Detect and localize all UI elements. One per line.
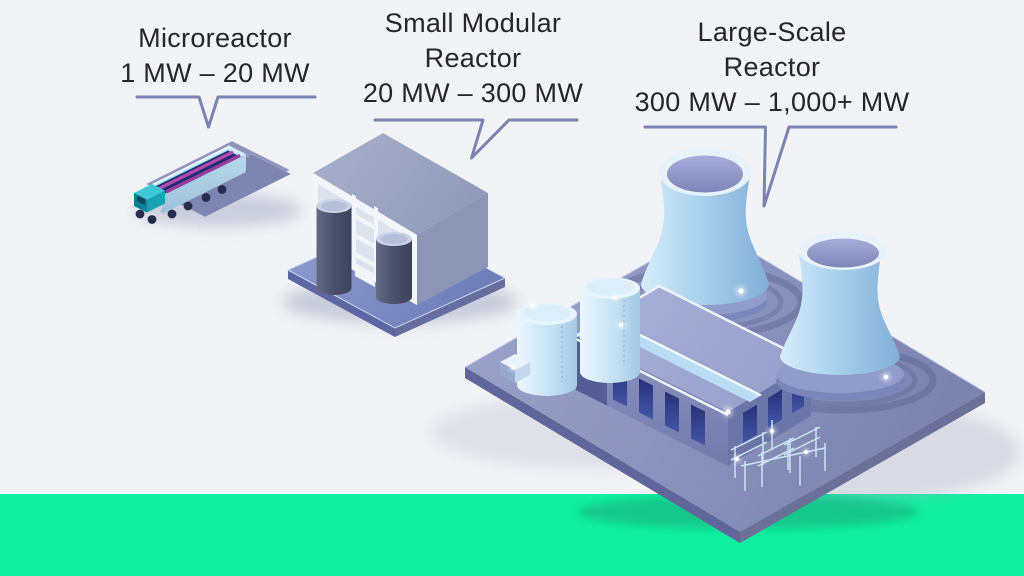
smr-title-line1: Small Modular [384, 8, 562, 38]
smr-building-icon [313, 133, 488, 305]
microreactor-label: Microreactor 1 MW – 20 MW [95, 21, 335, 91]
smr-power-range: 20 MW – 300 MW [362, 78, 584, 108]
trailer-side [162, 154, 246, 214]
cooling-tower-icon [776, 232, 904, 400]
smr-shelf [355, 214, 375, 230]
plant-platform-side [740, 392, 985, 543]
smr-illustration [282, 133, 518, 337]
turbine-hall-window [639, 378, 653, 420]
smr-shelf [355, 233, 375, 249]
smr-wall-right [417, 193, 488, 305]
callout-pointer-microreactor [135, 95, 317, 129]
cab-top [134, 184, 165, 200]
smr-shelf [355, 252, 375, 268]
smr-reactor-vessel [316, 199, 352, 296]
sparkle-dots [509, 286, 891, 463]
turbine-hall-window [768, 389, 782, 428]
cooling-tower-icon [641, 148, 769, 322]
microreactor-power-range: 1 MW – 20 MW [120, 58, 310, 88]
truck-microreactor-icon [134, 145, 247, 224]
microreactor-illustration [134, 140, 302, 227]
trailer-edge-highlight [145, 145, 231, 189]
microreactor-title: Microreactor [138, 23, 292, 53]
turbine-hall-window [743, 404, 757, 443]
turbine-hall-window [665, 391, 679, 433]
nuclear-plant-icon [430, 148, 1020, 543]
plant-platform-side [465, 367, 740, 543]
storage-tank-icon [517, 303, 577, 396]
roof-skylights [610, 324, 762, 402]
smr-frame-post [352, 194, 356, 270]
smr-shelf [355, 271, 375, 287]
smr-reactor-vessel [376, 232, 412, 304]
smr-frame-top-rail [313, 173, 417, 243]
turbine-hall-window [691, 404, 705, 446]
switchyard-icon [730, 420, 826, 491]
reactor-core-coil [165, 153, 241, 194]
large-reactor-title-line2: Reactor [723, 52, 821, 82]
large-reactor-title-line1: Large-Scale [697, 17, 847, 47]
callout-pointer-large [643, 125, 898, 208]
utility-box-icon [500, 354, 530, 383]
smr-roof [313, 133, 488, 235]
smr-title-line2: Reactor [424, 43, 522, 73]
cab-windshield [137, 195, 145, 205]
smr-platform-side [395, 278, 505, 337]
smr-label: Small Modular Reactor 20 MW – 300 MW [353, 6, 593, 111]
large-reactor-power-range: 300 MW – 1,000+ MW [634, 87, 910, 117]
cab-side [147, 190, 165, 213]
reactor-core-coil [158, 150, 234, 191]
large-reactor-label: Large-Scale Reactor 300 MW – 1,000+ MW [627, 15, 917, 120]
callout-pointer-smr [373, 118, 579, 160]
smr-platform-side [288, 270, 395, 337]
storage-tank-icon [580, 277, 640, 383]
